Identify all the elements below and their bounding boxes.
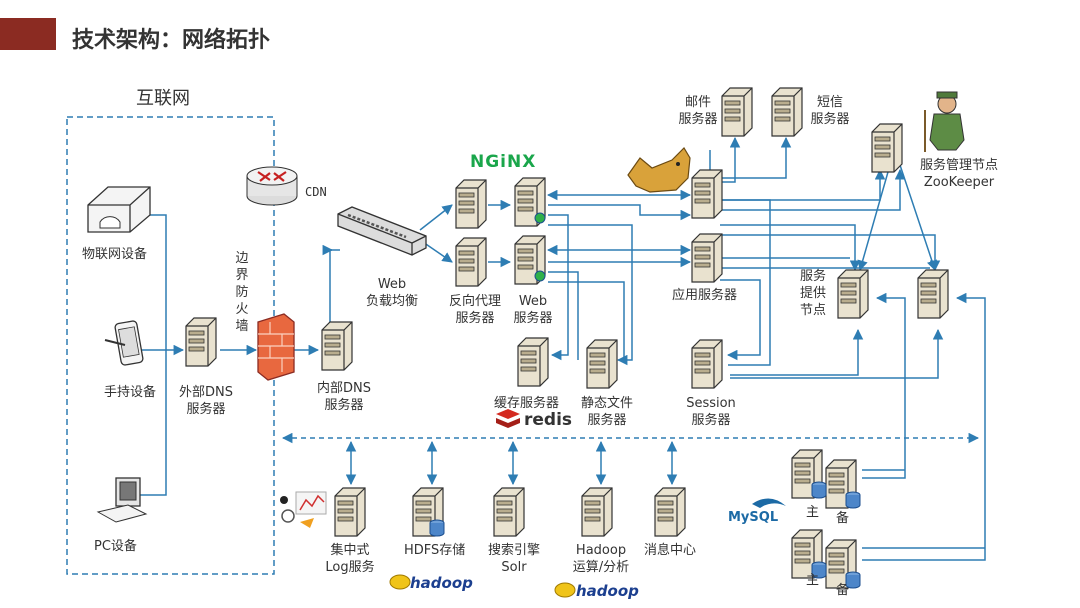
reverse-proxy-server-1 <box>455 179 487 229</box>
app-server-2 <box>691 233 723 283</box>
service-provider-label: 服务提供节点 <box>799 269 826 318</box>
service-node-2 <box>917 269 949 319</box>
app-server-1 <box>691 169 723 219</box>
mail-server <box>721 87 753 137</box>
solr-server <box>493 487 525 537</box>
reverse-proxy-server-2 <box>455 237 487 287</box>
hadoop-server <box>581 487 613 537</box>
title-accent-bar <box>0 18 56 50</box>
cache-label: 缓存服务器 <box>494 396 560 411</box>
firewall-icon <box>257 313 295 381</box>
data-bus <box>281 432 980 486</box>
service-node-1 <box>837 269 869 319</box>
firewall-label-char: 火 <box>235 302 249 317</box>
page-title: 技术架构：网络拓扑 <box>72 28 271 53</box>
app-server-label: 应用服务器 <box>672 288 738 303</box>
cdn-label: CDN <box>305 185 327 199</box>
database-icon <box>845 491 861 509</box>
db-primary-label: 主 <box>806 573 820 588</box>
zookeeper-server <box>871 123 903 173</box>
firewall-label-char: 界 <box>235 268 249 283</box>
log-server <box>334 487 366 537</box>
router-icon <box>246 166 298 206</box>
database-icon <box>429 519 445 537</box>
mq-server <box>654 487 686 537</box>
hdfs-label: HDFS存储 <box>404 543 466 558</box>
iot-label: 物联网设备 <box>82 247 148 262</box>
firewall-label-char: 墙 <box>235 319 249 334</box>
nginx-logo: NGiNX <box>470 152 537 172</box>
static-file-server <box>586 339 618 389</box>
redis-logo: redis <box>524 410 573 430</box>
cache-server <box>517 337 549 387</box>
redis-icon <box>496 409 520 428</box>
internet-zone-label: 互联网 <box>136 88 190 109</box>
sms-server <box>771 87 803 137</box>
handheld-label: 手持设备 <box>104 385 157 400</box>
smartphone-icon <box>104 320 144 366</box>
sms-label: 短信服务器 <box>810 95 850 127</box>
firewall-label-char: 防 <box>235 285 249 300</box>
tomcat-icon <box>627 147 691 193</box>
hadoop-icon <box>389 574 576 598</box>
firewall-label: 边 界 防 火 墙 <box>232 250 252 335</box>
reverse-proxy-label: 反向代理服务器 <box>448 294 501 326</box>
mysql-logo: MySQL <box>728 510 779 525</box>
tomcat-status-2 <box>534 270 546 282</box>
tomcat-status-1 <box>534 212 546 224</box>
internet-zone <box>66 116 275 575</box>
external-dns-server <box>185 317 217 367</box>
session-server <box>691 339 723 389</box>
hadoop-hdfs-logo: hadoop <box>410 574 473 592</box>
zookeeper-icon <box>924 91 965 152</box>
database-icon <box>811 481 827 499</box>
firewall-label-char: 边 <box>235 251 249 266</box>
db-primary-label: 主 <box>806 505 820 520</box>
pc-label: PC设备 <box>94 539 137 554</box>
internal-dns-server <box>321 321 353 371</box>
mail-label: 邮件服务器 <box>678 95 718 127</box>
hadoop-logo: hadoop <box>576 582 639 600</box>
pc-icon <box>96 477 148 523</box>
iot-device-icon <box>87 186 151 233</box>
db-backup-label: 备 <box>836 583 850 598</box>
client-links <box>140 136 986 561</box>
log-chart-icon <box>280 491 327 528</box>
mq-label: 消息中心 <box>644 543 697 558</box>
static-files-label: 静态文件服务器 <box>580 396 633 428</box>
db-backup-label: 备 <box>836 511 850 526</box>
mysql-icon <box>752 498 786 508</box>
load-balancer-icon <box>337 206 427 256</box>
